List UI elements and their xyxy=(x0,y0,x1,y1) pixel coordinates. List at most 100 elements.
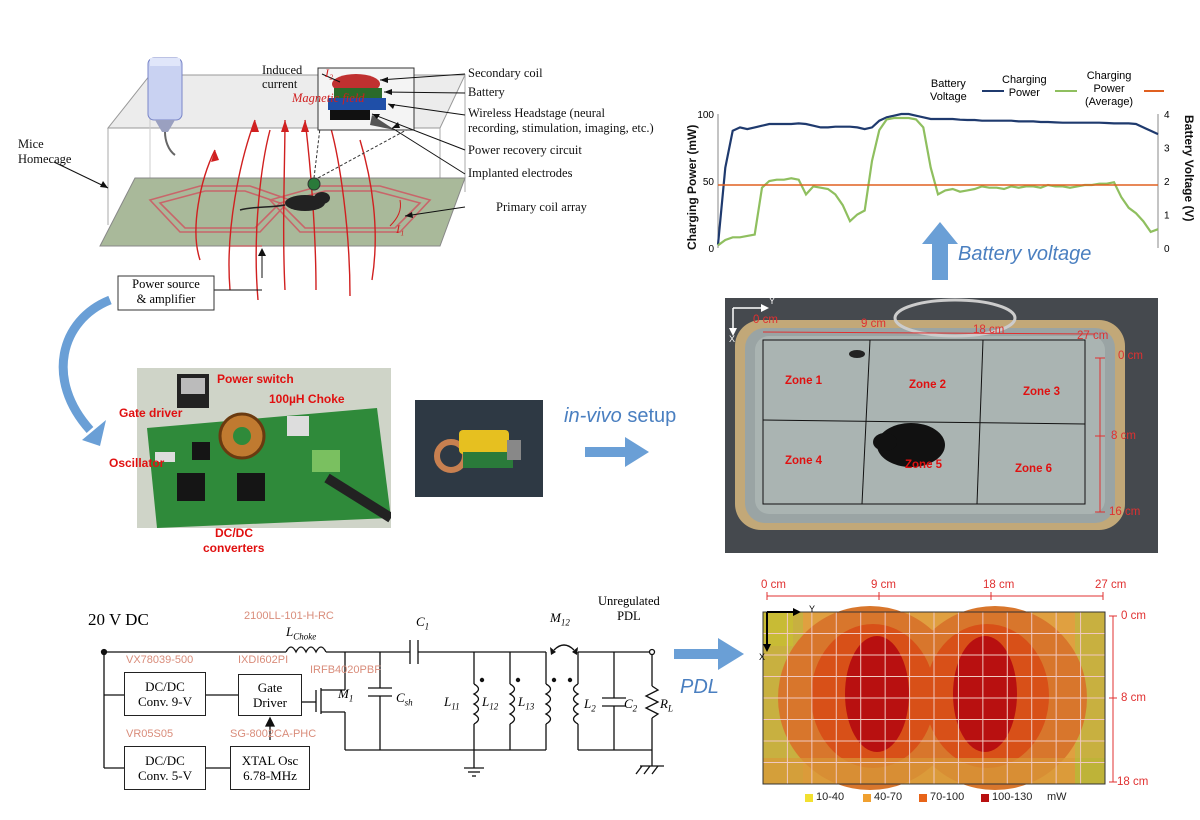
arena-drawing xyxy=(725,298,1158,553)
choke-subscript: Choke xyxy=(293,631,317,642)
right-tick-label: 1 xyxy=(1164,211,1170,222)
battery-shape xyxy=(334,88,382,98)
chart-legend: Battery Voltage Charging Power Charging … xyxy=(930,70,1170,110)
c2-label: C2 xyxy=(624,696,637,714)
homecage-illustration: Mice Homecage Induced current Magnetic f… xyxy=(0,0,654,320)
legend-battery-swatch xyxy=(982,90,1004,92)
choke-label: 100µH Choke xyxy=(269,392,345,406)
heatmap-top-tick-27: 27 cm xyxy=(1095,579,1127,591)
gate-driver-label: Gate driver xyxy=(119,406,183,420)
heatmap-y-axis-label: Y xyxy=(809,604,816,614)
headstage-board-shape xyxy=(328,98,386,110)
mice-homecage-label: Mice Homecage xyxy=(18,137,72,166)
power-switch-label: Power switch xyxy=(217,372,294,386)
i2-label: I₂ xyxy=(325,66,334,80)
dcdc-label: DC/DC xyxy=(215,526,253,540)
callout-arrowheads xyxy=(100,77,413,256)
headstage-callout: Wireless Headstage (neural xyxy=(468,106,605,120)
choke-symbol-label: LChoke xyxy=(286,624,316,642)
legend-swatch-40-70 xyxy=(863,794,871,802)
heatmap-side-tick-8: 8 cm xyxy=(1121,692,1146,704)
right-tick-label: 2 xyxy=(1164,177,1170,188)
gate-part-label: IXDI602PI xyxy=(238,654,289,666)
unregulated-pdl-label: Unregulated PDL xyxy=(598,594,660,623)
arena-top-tick-0: 0 cm xyxy=(753,314,778,326)
flow-arrow-pdl xyxy=(674,638,744,670)
legend-average-power: Charging Power (Average) xyxy=(1085,70,1134,108)
heatmap-side-tick-0: 0 cm xyxy=(1121,610,1146,622)
dc5-part-label: VR05S05 xyxy=(126,728,174,740)
c1-label: C1 xyxy=(416,614,429,632)
chart-plot-area xyxy=(716,112,1159,248)
power-recovery-callout: Power recovery circuit xyxy=(468,143,582,157)
c2-subscript: 2 xyxy=(632,703,638,714)
l11-symbol: L xyxy=(444,694,452,709)
zone-6-label: Zone 6 xyxy=(1015,463,1053,475)
l13-subscript: 13 xyxy=(525,701,535,712)
choke-symbol: L xyxy=(286,624,294,639)
battery-voltage-label: Battery voltage xyxy=(958,243,1092,265)
l11-label: L11 xyxy=(444,694,460,712)
zone-4-label: Zone 4 xyxy=(785,455,823,467)
rl-symbol: R xyxy=(660,696,668,711)
zone-1-label: Zone 1 xyxy=(785,375,823,387)
rl-label: RL xyxy=(660,696,673,714)
l12-label: L12 xyxy=(482,694,498,712)
l13-label: L13 xyxy=(518,694,534,712)
dcdc-5v-text: DC/DC Conv. 5-V xyxy=(137,753,193,783)
schematic: 20 V DC 2100LL-101-H-RC LChoke C1 M12 Un… xyxy=(80,590,680,810)
heatmap-side-tick-18: 18 cm xyxy=(1117,776,1149,788)
left-tick-label: 0 xyxy=(708,244,714,255)
i1-arrow xyxy=(389,199,401,227)
m12-symbol: M xyxy=(550,610,561,625)
m1-subscript: 1 xyxy=(348,693,354,704)
left-tick-label: 50 xyxy=(703,177,715,188)
legend-unit: mW xyxy=(1047,791,1067,803)
headstage-small xyxy=(307,177,321,191)
power-source-label: Power source & amplifier xyxy=(132,277,200,306)
secondary-coil-callout: Secondary coil xyxy=(468,66,543,80)
magnetic-field-lines xyxy=(195,119,376,301)
primary-coil-callout: Primary coil array xyxy=(496,200,587,214)
legend-power-swatch xyxy=(1055,90,1077,92)
power-heatmap: 0 cm 9 cm 18 cm 27 cm 0 cm 8 cm 18 cm Y … xyxy=(755,578,1200,815)
csh-label: Csh xyxy=(396,690,413,708)
zoom-line xyxy=(313,127,321,179)
legend-swatch-10-40 xyxy=(805,794,813,802)
l2-symbol: L xyxy=(584,696,592,711)
m12-label: M12 xyxy=(550,610,570,628)
electrode-shape xyxy=(370,115,395,130)
gate-driver-text: Gate Driver xyxy=(253,680,287,710)
c1-subscript: 1 xyxy=(424,621,430,632)
mouse-tail xyxy=(239,204,286,211)
legend-label-10-40: 10-40 xyxy=(816,791,845,803)
l2-subscript: 2 xyxy=(591,703,596,714)
arena-side-tick-16: 16 cm xyxy=(1109,506,1141,518)
c2-symbol: C xyxy=(624,696,633,711)
headstage-callout-line2: recording, stimulation, imaging, etc.) xyxy=(468,121,654,135)
dcdc-9v-text: DC/DC Conv. 9-V xyxy=(137,679,193,709)
callout-arrows xyxy=(53,73,466,291)
m12-subscript: 12 xyxy=(560,617,570,628)
pcb-photo: Power switch 100µH Choke Gate driver Osc… xyxy=(109,368,394,555)
schematic-wires xyxy=(100,640,664,777)
l12-subscript: 12 xyxy=(489,701,499,712)
right-tick-label: 4 xyxy=(1164,110,1170,121)
rl-subscript: L xyxy=(667,703,673,714)
legend-battery-voltage: Battery Voltage xyxy=(930,78,967,103)
homecage-drawing xyxy=(53,57,466,311)
arena-photo: Y X 0 cm 9 cm 18 cm 27 cm 0 cm 8 cm 16 c… xyxy=(725,296,1158,553)
flow-arrow-curved xyxy=(58,295,112,446)
gate-driver-block: Gate Driver xyxy=(238,674,302,716)
i1-label: I₁ xyxy=(396,222,405,236)
chart-left-axis-title: Charging Power (mW) xyxy=(685,124,699,250)
invivo-label-setup: setup xyxy=(621,405,677,427)
arena-top-tick-9: 9 cm xyxy=(861,318,886,330)
invivo-label-word: in-vivo xyxy=(564,405,622,427)
heatmap-legend: 10-40 40-70 70-100 100-130 mW xyxy=(805,790,1105,808)
pdl-label: PDL xyxy=(680,676,719,698)
arena-side-tick-0: 0 cm xyxy=(1118,350,1143,362)
flow-arrow-up xyxy=(922,222,958,280)
dcdc-9v-block: DC/DC Conv. 9-V xyxy=(124,672,206,716)
